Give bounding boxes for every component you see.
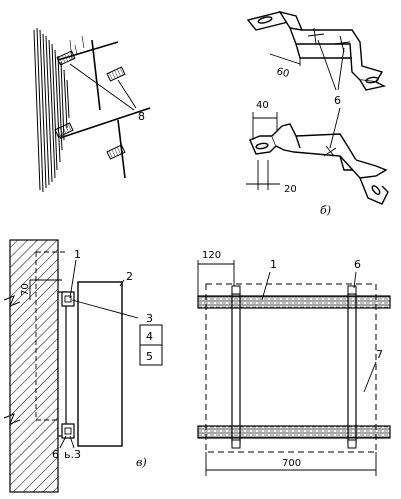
dim-60: 60 <box>275 66 290 80</box>
bracket-upper <box>246 10 387 91</box>
wall-texture <box>33 27 85 193</box>
panel-c-wall-section <box>3 239 163 493</box>
frame-outline <box>205 283 377 453</box>
leader-8 <box>69 63 137 111</box>
callout-6-brackets: 6 <box>334 94 341 107</box>
screw-icon <box>106 144 126 160</box>
panel-d-frame <box>197 260 391 476</box>
screw-icon <box>106 66 126 82</box>
callout-6-section: 6 <box>52 448 59 461</box>
callout-2: 2 <box>126 270 133 283</box>
dim-700: 700 <box>282 458 301 469</box>
callout-5: 5 <box>146 350 153 363</box>
caption-c: в) <box>136 456 147 469</box>
callout-1-frame: 1 <box>270 258 277 271</box>
wall-hatch <box>9 239 59 493</box>
panel-a-wall-screws: 8 <box>33 27 151 193</box>
dim-120: 120 <box>202 250 221 261</box>
screw-icon <box>54 122 74 138</box>
panel-b-brackets <box>246 10 389 205</box>
callout-1-section: 1 <box>74 248 81 261</box>
callout-8: 8 <box>138 110 145 123</box>
mounting-crosses <box>57 39 151 179</box>
clip-bottom <box>61 423 75 439</box>
dim-70: 70 <box>20 283 31 296</box>
vertical-board <box>57 291 67 437</box>
callout-7: 7 <box>376 348 383 361</box>
board-top <box>197 295 391 309</box>
box-5 <box>139 344 163 366</box>
panel-board <box>77 281 123 447</box>
board-bottom <box>197 425 391 439</box>
callout-4: 4 <box>146 330 153 343</box>
screw-icon <box>56 50 76 66</box>
dim-20: 20 <box>284 184 297 195</box>
caption-b: б) <box>320 204 331 217</box>
post-left <box>231 293 241 445</box>
callout-6-frame: 6 <box>354 258 361 271</box>
post-right <box>347 293 357 445</box>
callout-b3: ь.3 <box>64 448 81 461</box>
callout-3: 3 <box>146 312 153 325</box>
bracket-lower <box>249 123 389 205</box>
dim-40: 40 <box>256 100 269 111</box>
clip-top <box>61 291 75 307</box>
